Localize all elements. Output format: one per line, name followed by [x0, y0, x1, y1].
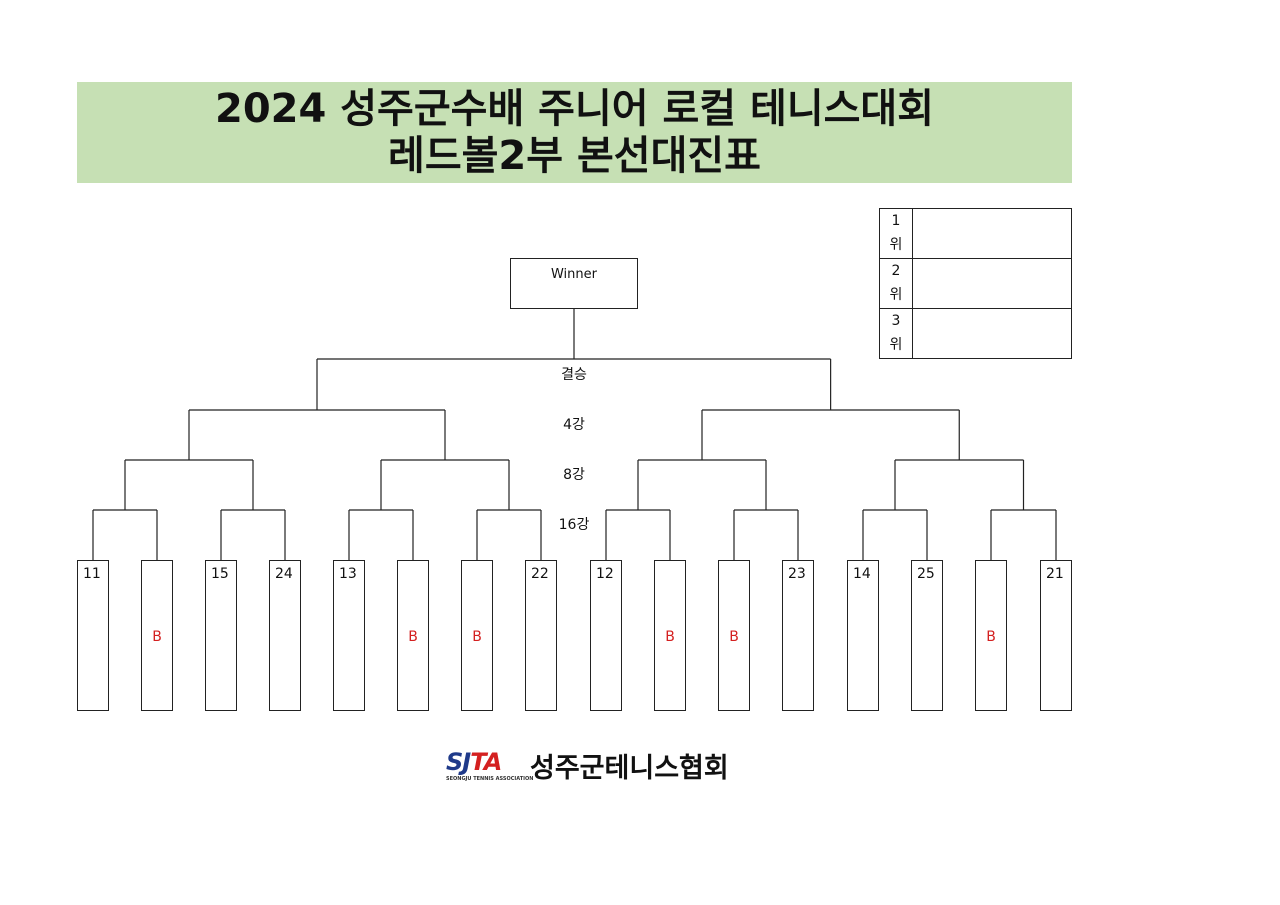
- seed-number: 24: [275, 566, 293, 582]
- player-slot[interactable]: 11: [77, 560, 109, 711]
- bye-marker: B: [729, 629, 739, 645]
- bye-marker: B: [472, 629, 482, 645]
- footer-logo: SJTA SEONGJU TENNIS ASSOCIATION 성주군테니스협회: [446, 746, 729, 785]
- player-slot[interactable]: 13: [333, 560, 365, 711]
- round-label-final: 결승: [561, 367, 587, 383]
- winner-box: Winner: [510, 258, 638, 309]
- player-slot[interactable]: B: [718, 560, 750, 711]
- page-title: 2024 성주군수배 주니어 로컬 테니스대회 레드볼2부 본선대진표: [77, 82, 1072, 183]
- seed-number: 11: [83, 566, 101, 582]
- bye-marker: B: [665, 629, 675, 645]
- rank-value[interactable]: [912, 308, 1072, 359]
- seed-number: 25: [917, 566, 935, 582]
- player-slot[interactable]: 22: [525, 560, 557, 711]
- title-line-2: 레드볼2부 본선대진표: [388, 133, 761, 179]
- rank-label: 1 위: [879, 208, 913, 259]
- rank-row: 2 위: [879, 258, 1072, 309]
- round-label-semi: 4강: [563, 417, 585, 433]
- ranking-table: 1 위 2 위 3 위: [879, 208, 1072, 359]
- bye-marker: B: [986, 629, 996, 645]
- player-slot[interactable]: B: [397, 560, 429, 711]
- organization-name: 성주군테니스협회: [530, 753, 729, 784]
- player-slot[interactable]: 23: [782, 560, 814, 711]
- bye-marker: B: [152, 629, 162, 645]
- title-line-1: 2024 성주군수배 주니어 로컬 테니스대회: [214, 86, 935, 132]
- player-slot[interactable]: 24: [269, 560, 301, 711]
- rank-value[interactable]: [912, 258, 1072, 309]
- bye-marker: B: [408, 629, 418, 645]
- player-slot[interactable]: 12: [590, 560, 622, 711]
- winner-label: Winner: [550, 267, 597, 282]
- player-slot[interactable]: 14: [847, 560, 879, 711]
- round-label-r16: 16강: [558, 517, 590, 533]
- seed-number: 21: [1046, 566, 1064, 582]
- seed-number: 15: [211, 566, 229, 582]
- rank-row: 1 위: [879, 208, 1072, 259]
- player-slot[interactable]: B: [461, 560, 493, 711]
- seed-number: 23: [788, 566, 806, 582]
- seed-number: 13: [339, 566, 357, 582]
- player-slot[interactable]: 25: [911, 560, 943, 711]
- sjta-logo: SJTA SEONGJU TENNIS ASSOCIATION: [446, 747, 534, 782]
- rank-row: 3 위: [879, 308, 1072, 359]
- player-slot[interactable]: 15: [205, 560, 237, 711]
- seed-number: 12: [596, 566, 614, 582]
- seed-number: 14: [853, 566, 871, 582]
- player-slot[interactable]: B: [975, 560, 1007, 711]
- player-slot[interactable]: B: [654, 560, 686, 711]
- round-label-quarter: 8강: [563, 467, 585, 483]
- player-slot[interactable]: 21: [1040, 560, 1072, 711]
- player-slot[interactable]: B: [141, 560, 173, 711]
- seed-number: 22: [531, 566, 549, 582]
- rank-label: 3 위: [879, 308, 913, 359]
